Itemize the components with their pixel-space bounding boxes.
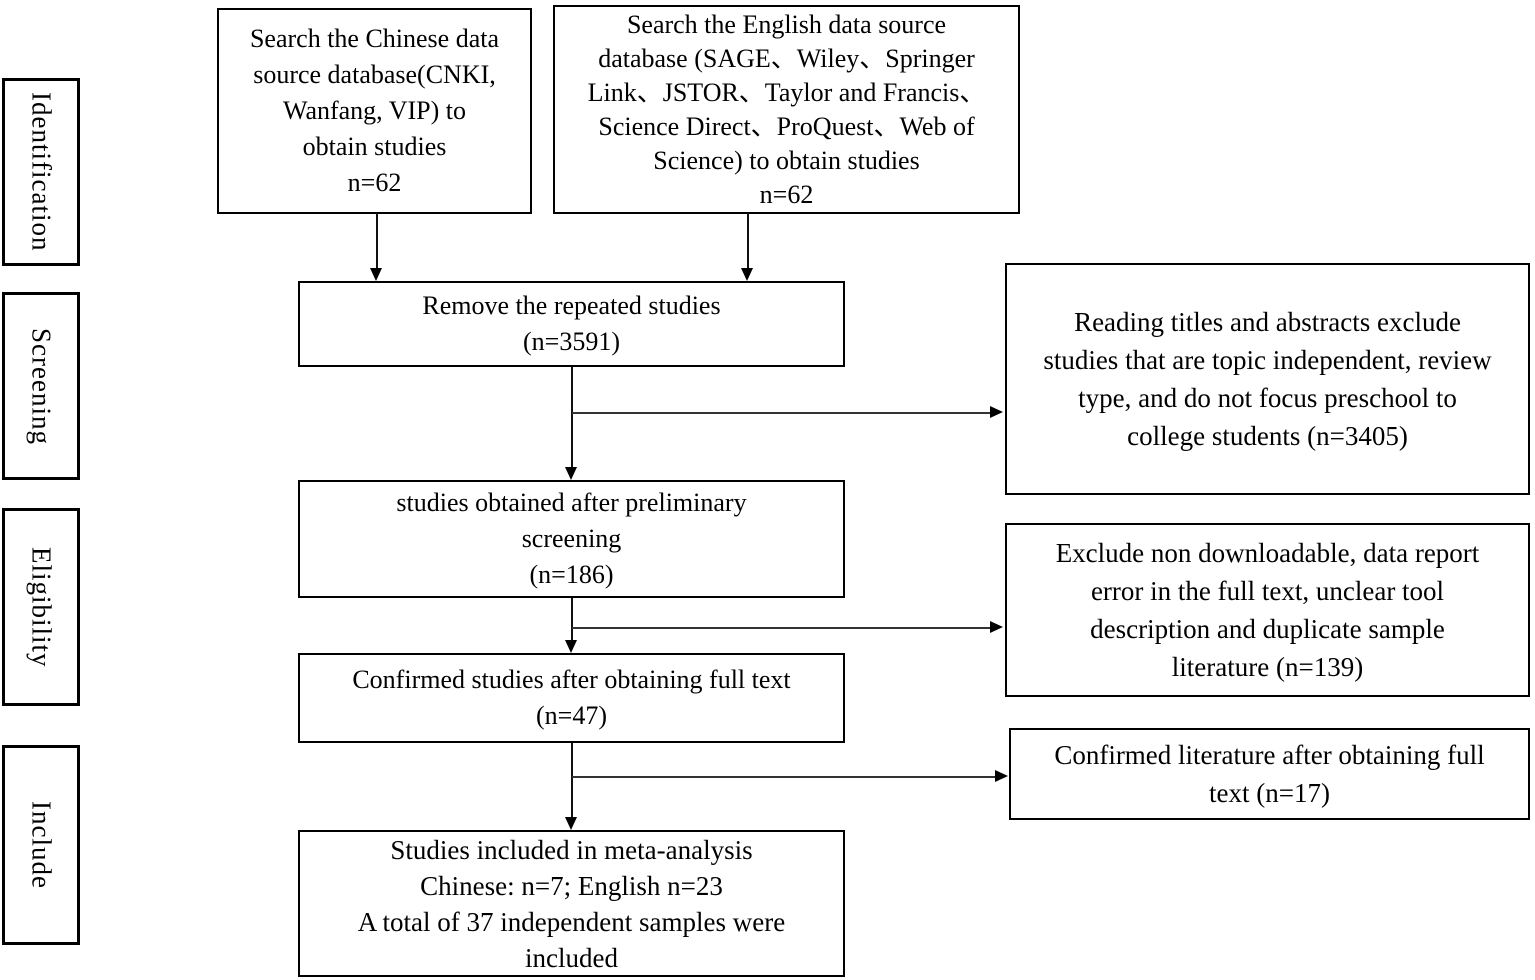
- arrow-line-preliminary-to-confirmed: [571, 598, 573, 641]
- arrow-down-icon: [565, 640, 577, 653]
- box-line: Science) to obtain studies: [653, 145, 920, 175]
- box-confirmed-full-text: Confirmed studies after obtaining full t…: [298, 653, 845, 743]
- box-line: Link、JSTOR、Taylor and Francis、: [587, 77, 986, 107]
- box-line: studies that are topic independent, revi…: [1043, 345, 1492, 375]
- arrow-line-english-to-remove: [747, 213, 749, 271]
- box-line: Reading titles and abstracts exclude: [1074, 307, 1461, 337]
- stage-screening-label: Screening: [26, 327, 57, 445]
- box-line: Search the English data source: [626, 9, 947, 39]
- arrow-right-icon: [990, 621, 1003, 633]
- stage-screening: Screening: [2, 292, 80, 480]
- box-line: college students (n=3405): [1127, 421, 1408, 451]
- box-line: obtain studies: [302, 132, 447, 161]
- box-line: Remove the repeated studies: [422, 291, 721, 320]
- arrow-line-chinese-to-remove: [376, 213, 378, 271]
- box-chinese-search: Search the Chinese data source database(…: [217, 8, 532, 214]
- box-line: n=62: [759, 179, 814, 209]
- box-line: (n=47): [536, 701, 607, 730]
- box-line: Exclude non downloadable, data report: [1055, 538, 1480, 568]
- arrow-down-icon: [565, 467, 577, 480]
- box-line: Wanfang, VIP) to: [282, 96, 466, 125]
- box-line: type, and do not focus preschool to: [1078, 383, 1457, 413]
- stage-eligibility-label: Eligibility: [26, 546, 57, 668]
- arrow-right-icon: [990, 406, 1003, 418]
- box-remove-duplicates: Remove the repeated studies (n=3591): [298, 281, 845, 367]
- box-line: included: [525, 942, 618, 973]
- box-line: Confirmed studies after obtaining full t…: [352, 665, 791, 694]
- arrow-down-icon: [565, 817, 577, 830]
- box-english-search: Search the English data source database …: [553, 5, 1020, 214]
- box-line: description and duplicate sample: [1090, 614, 1445, 644]
- stage-identification: Identification: [2, 78, 80, 266]
- box-line: screening: [521, 524, 622, 553]
- arrow-down-icon: [741, 268, 753, 281]
- stage-include-label: Include: [26, 801, 57, 889]
- box-line: literature (n=139): [1171, 652, 1364, 682]
- box-line: Confirmed literature after obtaining ful…: [1054, 740, 1485, 770]
- stage-eligibility: Eligibility: [2, 508, 80, 706]
- arrow-down-icon: [370, 268, 382, 281]
- box-line: studies obtained after preliminary: [396, 488, 747, 517]
- box-line: text (n=17): [1209, 778, 1330, 808]
- arrow-line-to-confirmed-literature: [572, 776, 995, 778]
- box-line: Studies included in meta-analysis: [390, 834, 753, 865]
- box-line: Search the Chinese data: [249, 24, 500, 53]
- box-line: database (SAGE、Wiley、Springer: [598, 43, 975, 73]
- box-line: source database(CNKI,: [253, 60, 496, 89]
- stage-include: Include: [2, 745, 80, 945]
- arrow-line-remove-to-preliminary: [571, 367, 573, 468]
- box-confirmed-literature: Confirmed literature after obtaining ful…: [1009, 728, 1530, 820]
- arrow-line-to-full-text-exclusion: [572, 627, 991, 629]
- arrow-line-to-title-abstract-exclusion: [572, 412, 991, 414]
- stage-identification-label: Identification: [26, 92, 57, 252]
- box-included-studies: Studies included in meta-analysis Chines…: [298, 830, 845, 977]
- box-line: error in the full text, unclear tool: [1090, 576, 1445, 606]
- box-title-abstract-exclusion: Reading titles and abstracts exclude stu…: [1005, 263, 1530, 495]
- box-line: Science Direct、ProQuest、Web of: [598, 111, 975, 141]
- box-line: (n=3591): [523, 327, 620, 356]
- box-line: (n=186): [529, 560, 614, 589]
- box-line: Chinese: n=7; English n=23: [420, 870, 723, 901]
- box-full-text-exclusion: Exclude non downloadable, data report er…: [1005, 523, 1530, 697]
- box-preliminary-screening: studies obtained after preliminary scree…: [298, 480, 845, 598]
- box-line: A total of 37 independent samples were: [357, 906, 786, 937]
- box-line: n=62: [347, 168, 402, 197]
- arrow-right-icon: [995, 770, 1008, 782]
- arrow-line-confirmed-to-included: [571, 743, 573, 818]
